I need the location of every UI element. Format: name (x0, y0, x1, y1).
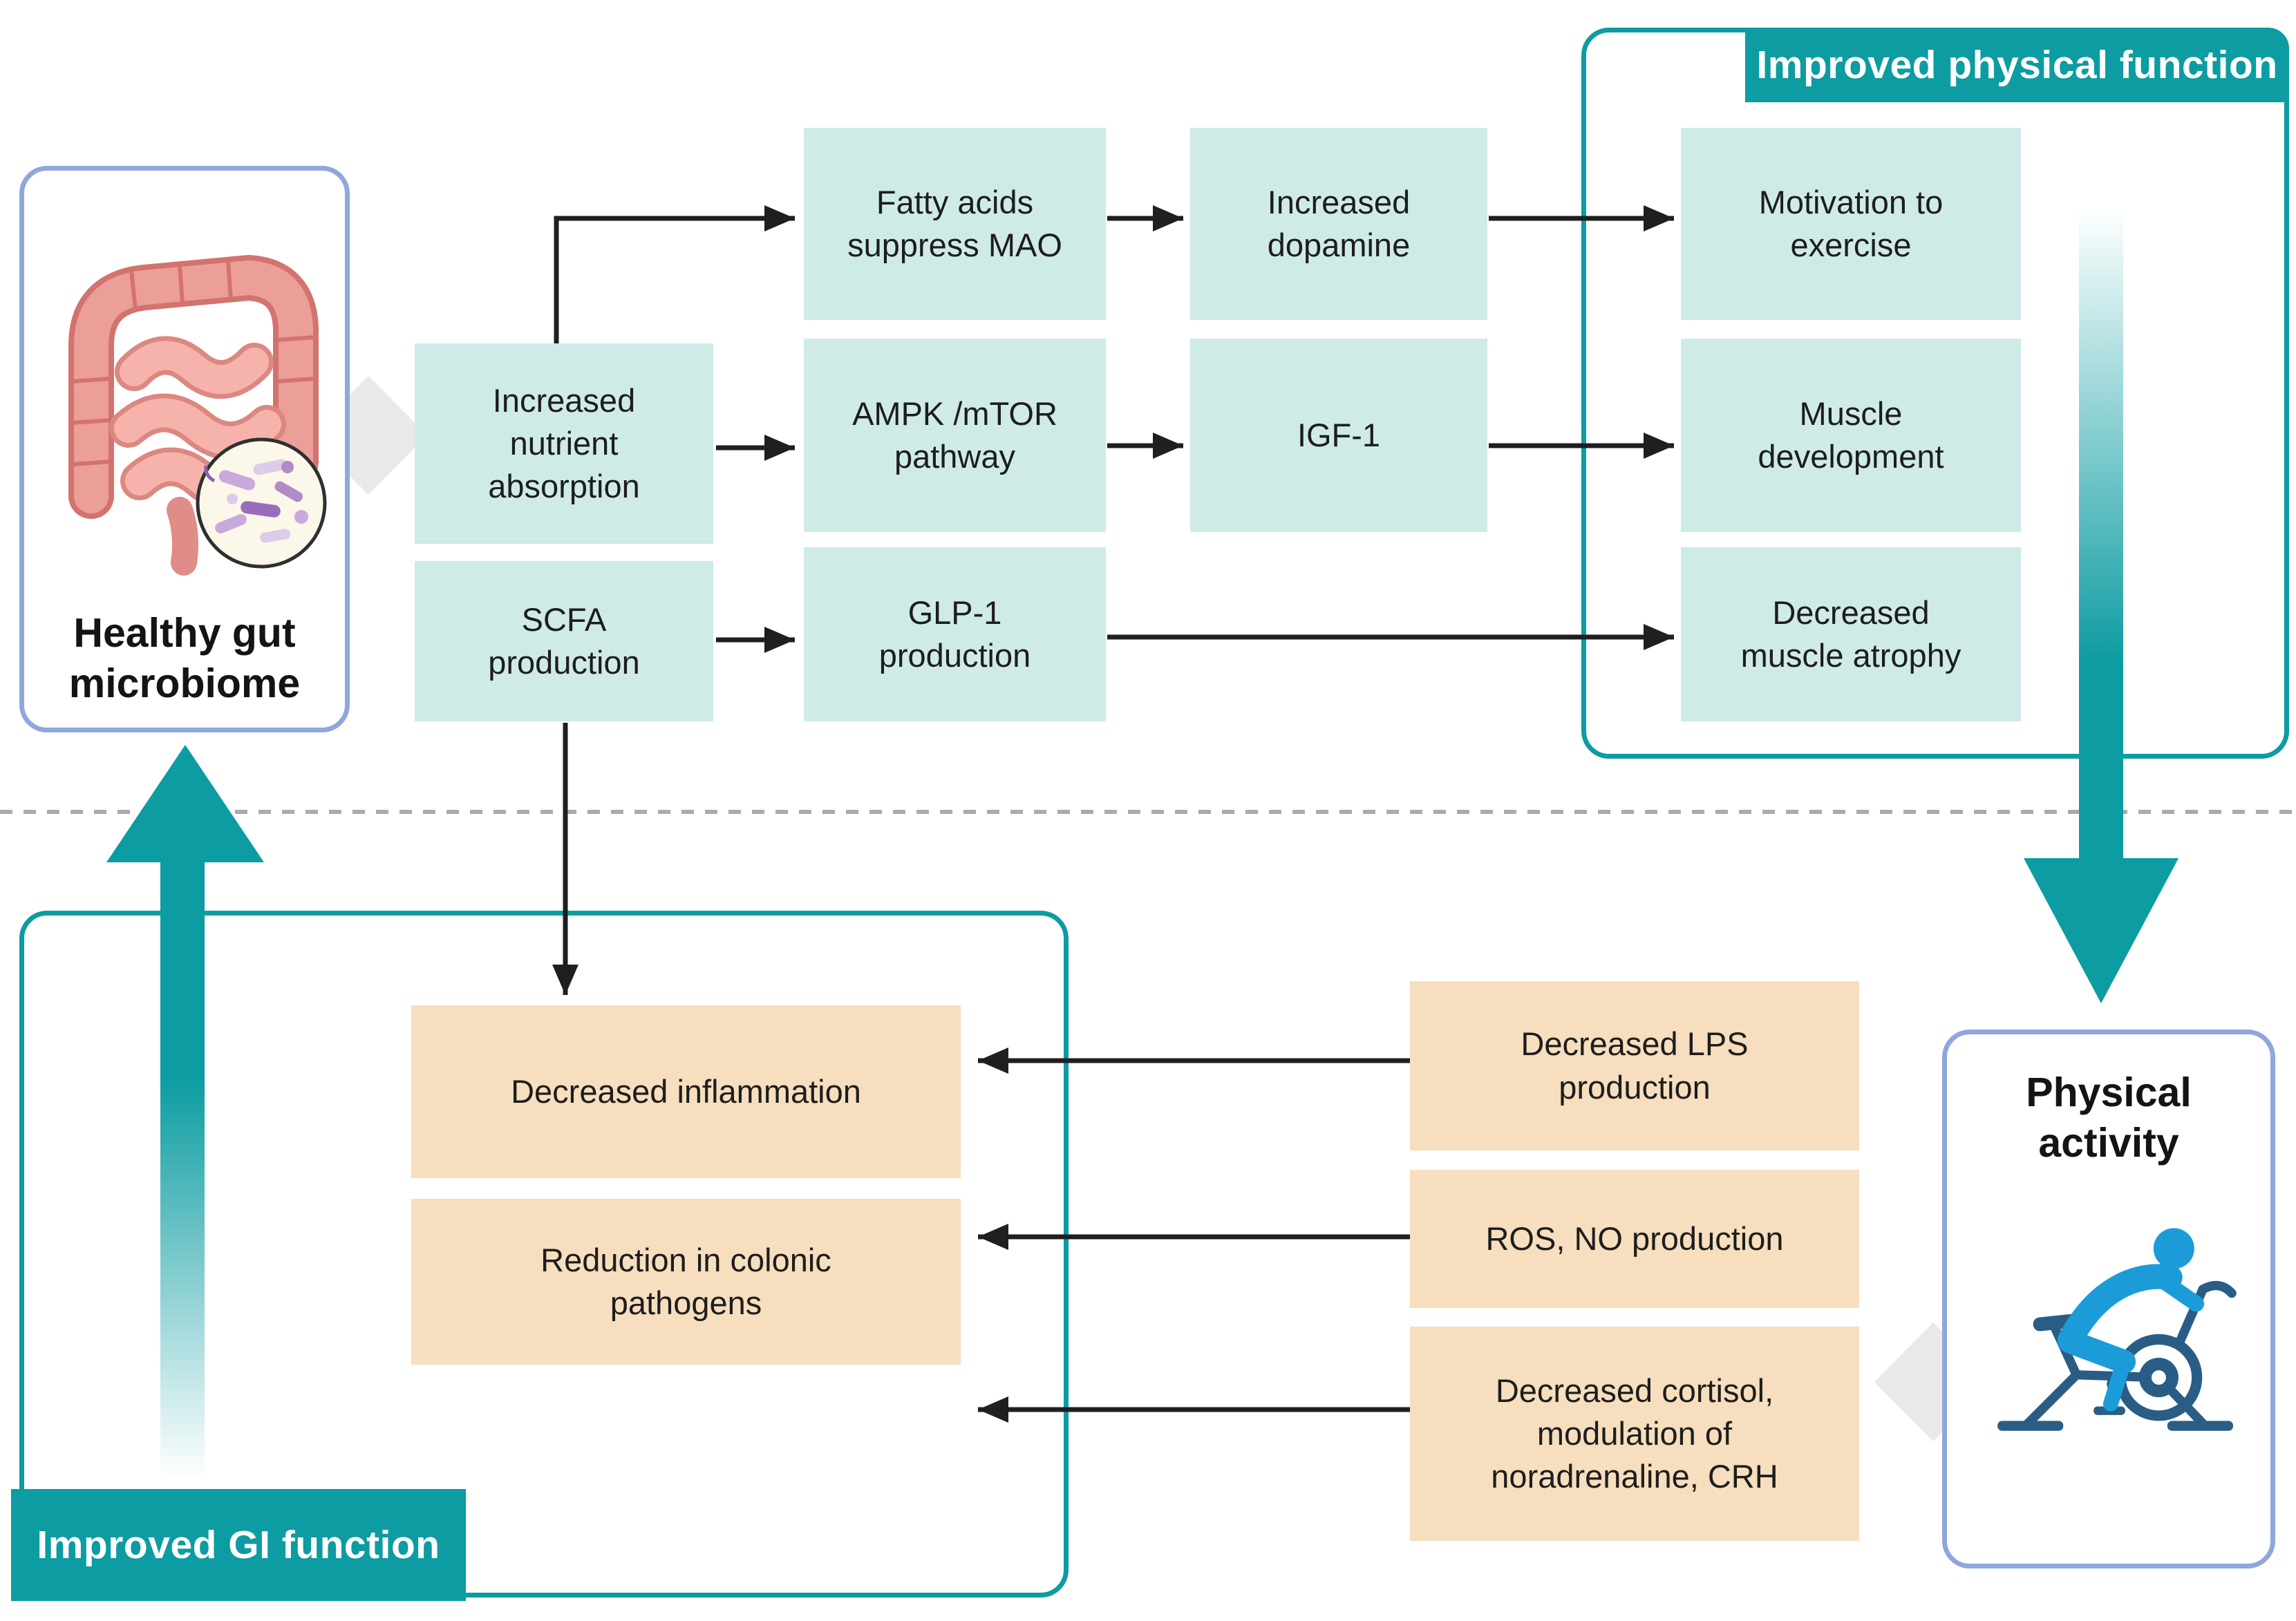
arrow-absorption-to-fattyacids (554, 205, 795, 343)
node-label: Increased nutrient absorption (488, 381, 640, 505)
node-label: Decreased LPS production (1521, 1025, 1749, 1106)
node-label: Decreased inflammation (511, 1072, 861, 1110)
node-decreased-inflammation: Decreased inflammation (411, 1005, 961, 1178)
node-fatty-acids-suppress-mao: Fatty acids suppress MAO (804, 128, 1106, 320)
node-decreased-lps-production: Decreased LPS production (1410, 981, 1859, 1150)
node-label: Decreased muscle atrophy (1740, 594, 1961, 674)
node-label: ROS, NO production (1485, 1220, 1784, 1257)
node-glp1-production: GLP-1 production (804, 547, 1106, 721)
node-decreased-muscle-atrophy: Decreased muscle atrophy (1681, 547, 2021, 721)
node-muscle-development: Muscle development (1681, 339, 2021, 532)
cyclist-person-icon (2057, 1228, 2205, 1412)
improved-gi-function-label: Improved GI function (11, 1489, 466, 1601)
node-motivation-to-exercise: Motivation to exercise (1681, 128, 2021, 320)
node-label: Muscle development (1758, 395, 1944, 475)
node-increased-dopamine: Increased dopamine (1190, 128, 1487, 320)
healthy-gut-title: Healthy gut microbiome (68, 610, 301, 707)
node-label: GLP-1 production (878, 594, 1031, 674)
node-ros-no-production: ROS, NO production (1410, 1170, 1859, 1308)
improved-physical-function-label: Improved physical function (1745, 28, 2289, 102)
node-scfa-production: SCFA production (415, 561, 713, 721)
node-label: Fatty acids suppress MAO (847, 183, 1062, 263)
cyclist-icon (1997, 1228, 2237, 1431)
node-reduction-colonic-pathogens: Reduction in colonic pathogens (411, 1199, 961, 1365)
node-decreased-cortisol: Decreased cortisol, modulation of noradr… (1410, 1327, 1859, 1541)
gut-illustration-icon (68, 255, 327, 576)
node-label: IGF-1 (1297, 416, 1381, 453)
improved-gi-function-container (19, 911, 1069, 1598)
node-label: Increased dopamine (1267, 183, 1411, 263)
node-label: Motivation to exercise (1758, 183, 1944, 263)
node-ampk-mtor-pathway: AMPK /mTOR pathway (804, 339, 1106, 532)
node-increased-nutrient-absorption: Increased nutrient absorption (415, 343, 713, 544)
microbiome-magnifier-icon (196, 437, 327, 569)
node-igf-1: IGF-1 (1190, 339, 1487, 532)
physical-activity-title: Physical activity (2026, 1070, 2192, 1166)
node-label: Reduction in colonic pathogens (540, 1241, 831, 1321)
node-label: SCFA production (488, 600, 640, 681)
node-label: Decreased cortisol, modulation of noradr… (1491, 1372, 1778, 1495)
node-label: AMPK /mTOR pathway (852, 395, 1057, 475)
